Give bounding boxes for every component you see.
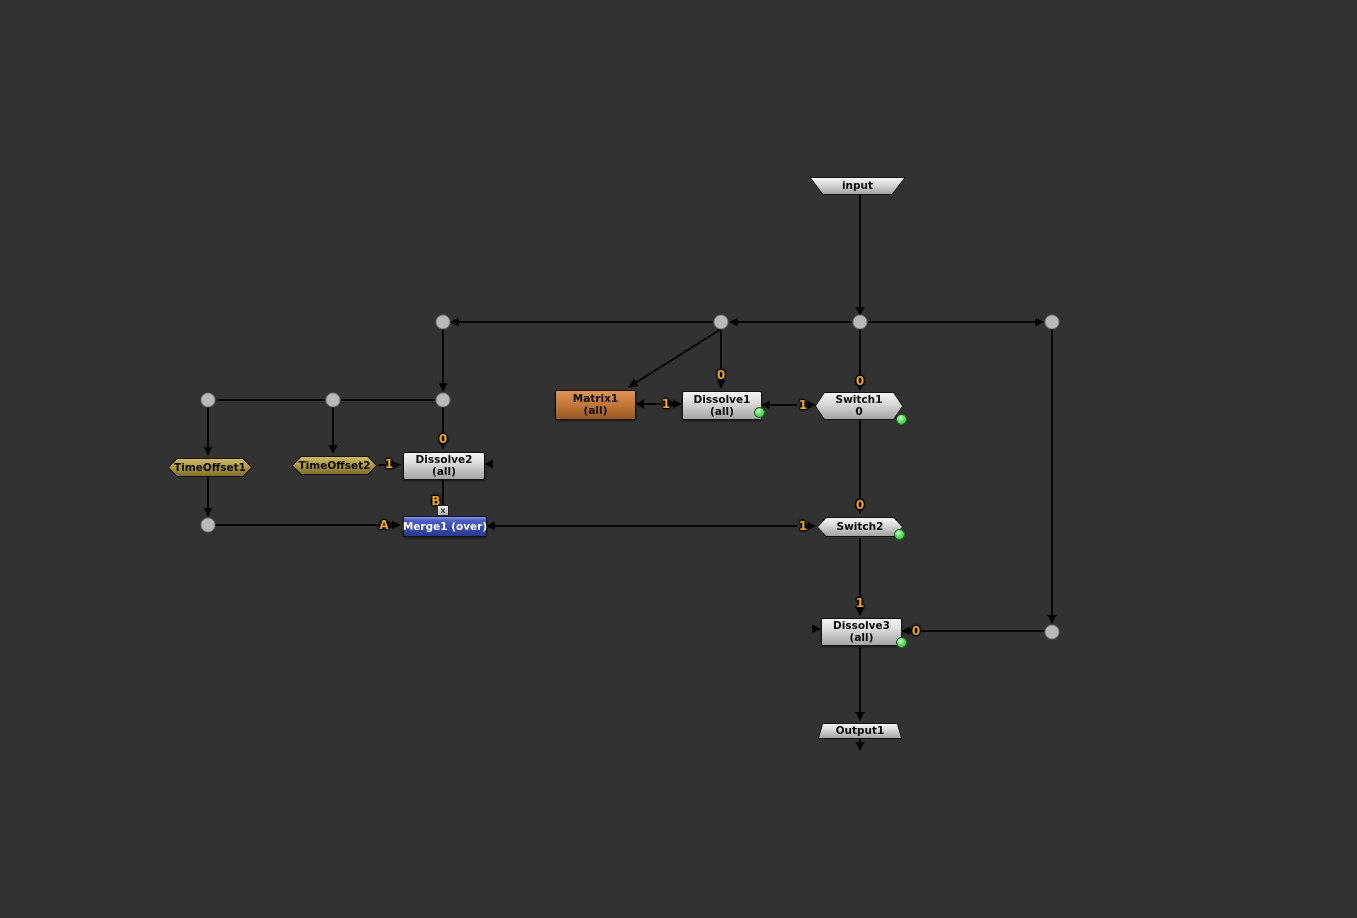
wire-arrowhead bbox=[906, 626, 915, 636]
wire-arrowhead bbox=[1035, 317, 1044, 327]
node-label: Dissolve2 bbox=[415, 454, 473, 466]
input-port-label: 1 bbox=[855, 596, 865, 610]
input-port-label: 0 bbox=[855, 374, 865, 388]
wire-arrowhead bbox=[450, 317, 459, 327]
wire-arrowhead bbox=[855, 607, 865, 616]
node-label: Matrix1 bbox=[572, 393, 619, 405]
wire-arrowhead bbox=[855, 382, 865, 391]
wire-junction-dot[interactable] bbox=[200, 517, 216, 533]
node-label: TimeOffset2 bbox=[298, 459, 371, 472]
wire-arrowhead bbox=[484, 459, 493, 469]
node-channels: (all) bbox=[849, 632, 874, 644]
node-which-value: 0 bbox=[855, 406, 863, 418]
cached-indicator bbox=[896, 414, 907, 425]
node-input[interactable]: input bbox=[810, 177, 905, 195]
wire-junction-dot[interactable] bbox=[1044, 314, 1060, 330]
wire-arrowhead bbox=[802, 521, 811, 531]
wire-arrowhead bbox=[392, 520, 401, 530]
node-dissolve3[interactable]: Dissolve3 (all) bbox=[821, 618, 902, 646]
input-port-label: B bbox=[431, 494, 441, 508]
wire-junction-dot[interactable] bbox=[200, 392, 216, 408]
input-port-label: 0 bbox=[911, 624, 921, 638]
wire-arrowhead bbox=[673, 399, 682, 409]
wire-junction-dot[interactable] bbox=[852, 314, 868, 330]
node-switch1[interactable]: Switch1 0 bbox=[815, 392, 903, 420]
wire bbox=[631, 325, 727, 386]
node-body bbox=[169, 459, 251, 476]
node-merge1[interactable]: Merge1 (over) bbox=[403, 516, 487, 537]
input-port-label: A bbox=[379, 518, 389, 532]
wire-arrowhead bbox=[328, 445, 338, 454]
wire-arrowhead bbox=[855, 307, 865, 316]
wire-arrowhead bbox=[486, 521, 495, 531]
wire-arrowhead bbox=[635, 399, 644, 409]
node-body bbox=[819, 724, 901, 738]
wire-arrowhead bbox=[802, 400, 811, 410]
input-port-label: 0 bbox=[716, 368, 726, 382]
wire-arrowhead bbox=[387, 520, 396, 530]
wire-arrowhead bbox=[761, 400, 770, 410]
wire-junction-dot[interactable] bbox=[1044, 624, 1060, 640]
wire-arrowhead bbox=[628, 378, 639, 388]
input-port-label: 1 bbox=[798, 398, 808, 412]
node-label: TimeOffset1 bbox=[174, 461, 246, 474]
wire-arrowhead bbox=[203, 508, 213, 517]
cached-indicator bbox=[754, 407, 765, 418]
cached-indicator bbox=[894, 529, 905, 540]
input-port-label: 1 bbox=[798, 519, 808, 533]
wire-arrowhead bbox=[438, 440, 448, 449]
wire-junction-dot[interactable] bbox=[713, 314, 729, 330]
wire-arrowhead bbox=[807, 400, 816, 410]
node-switch2[interactable]: Switch2 bbox=[817, 517, 903, 537]
wire-arrowhead bbox=[901, 626, 910, 636]
node-timeoffset2[interactable]: TimeOffset2 bbox=[292, 456, 377, 475]
wire-arrowhead bbox=[855, 505, 865, 514]
node-body bbox=[811, 178, 904, 194]
wire-arrowhead bbox=[729, 317, 738, 327]
node-label: Merge1 (over) bbox=[402, 520, 488, 533]
wire-arrowhead bbox=[668, 399, 677, 409]
node-label: Switch2 bbox=[836, 521, 884, 533]
merge-mask-input-handle[interactable]: x bbox=[437, 505, 449, 516]
node-body bbox=[293, 457, 376, 474]
node-body bbox=[816, 393, 902, 419]
wire-arrowhead bbox=[438, 383, 448, 392]
node-dissolve1[interactable]: Dissolve1 (all) bbox=[682, 391, 762, 420]
input-port-label: 1 bbox=[661, 397, 671, 411]
wire-arrowhead bbox=[203, 447, 213, 456]
node-channels: (all) bbox=[583, 405, 608, 417]
wire-arrowhead bbox=[1047, 615, 1057, 624]
input-port-label: 0 bbox=[855, 498, 865, 512]
wire-arrowheads bbox=[203, 307, 1057, 751]
wire-junction-dot[interactable] bbox=[325, 392, 341, 408]
wire-arrowhead bbox=[807, 521, 816, 531]
node-output1[interactable]: Output1 bbox=[818, 723, 902, 739]
node-dissolve2[interactable]: Dissolve2 (all) bbox=[403, 452, 485, 480]
junction-dots bbox=[200, 314, 1060, 640]
node-body bbox=[818, 518, 902, 536]
wire-arrowhead bbox=[716, 380, 726, 389]
wires bbox=[207, 195, 1053, 743]
node-label: Output1 bbox=[835, 725, 885, 737]
node-label: Dissolve1 bbox=[693, 393, 751, 406]
node-channels: (all) bbox=[432, 466, 456, 478]
input-port-label: 1 bbox=[384, 457, 394, 471]
wire-arrowhead bbox=[855, 742, 865, 751]
node-label: Switch1 bbox=[835, 394, 883, 406]
cached-indicator bbox=[896, 637, 907, 648]
wire-arrowhead bbox=[812, 624, 821, 634]
node-timeoffset1[interactable]: TimeOffset1 bbox=[168, 458, 252, 477]
node-channels: (all) bbox=[710, 405, 734, 418]
input-port-label: 0 bbox=[438, 432, 448, 446]
node-matrix1[interactable]: Matrix1 (all) bbox=[555, 390, 636, 420]
node-label: Dissolve3 bbox=[833, 620, 890, 632]
node-label: input bbox=[841, 180, 874, 192]
wire-arrowhead bbox=[392, 460, 401, 470]
wire-arrowhead bbox=[387, 460, 396, 470]
wire-junction-dot[interactable] bbox=[435, 392, 451, 408]
wire-arrowhead bbox=[855, 712, 865, 721]
wire-junction-dot[interactable] bbox=[435, 314, 451, 330]
